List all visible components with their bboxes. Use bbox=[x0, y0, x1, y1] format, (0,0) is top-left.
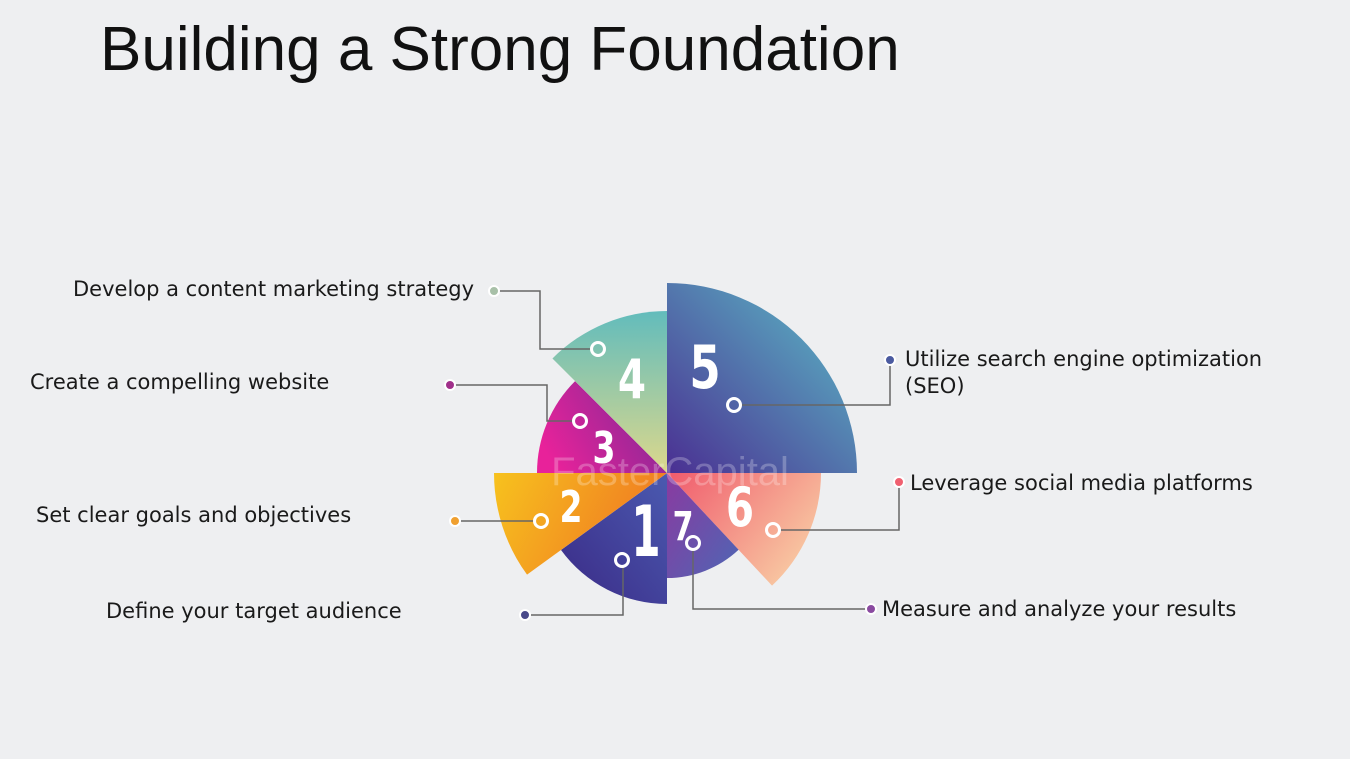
ring-marker-5 bbox=[726, 397, 742, 413]
label-measure: Measure and analyze your results bbox=[882, 597, 1237, 621]
sector-step-2 bbox=[494, 473, 667, 575]
step-number-3: 3 bbox=[592, 423, 615, 474]
dot-marker-4 bbox=[488, 285, 500, 297]
step-number-7: 7 bbox=[673, 504, 694, 550]
dot-marker-3 bbox=[444, 379, 456, 391]
sector-step-7 bbox=[667, 473, 739, 578]
label-content-strategy: Develop a content marketing strategy bbox=[73, 277, 475, 301]
connector-line-4 bbox=[494, 290, 591, 350]
page-title: Building a Strong Foundation bbox=[100, 15, 900, 84]
connector-line-3 bbox=[450, 384, 573, 422]
connector-line-5 bbox=[741, 360, 891, 406]
connector-line-1 bbox=[525, 567, 624, 616]
ring-marker-6 bbox=[765, 522, 781, 538]
watermark: FasterCapital bbox=[551, 450, 789, 494]
connector-line-6 bbox=[780, 482, 900, 531]
label-seo-line1: Utilize search engine optimization bbox=[905, 347, 1263, 371]
label-goals: Set clear goals and objectives bbox=[36, 503, 352, 527]
dot-marker-1 bbox=[519, 609, 531, 621]
label-social-media: Leverage social media platforms bbox=[910, 471, 1253, 495]
ring-marker-2 bbox=[533, 513, 549, 529]
label-seo: Utilize search engine optimization (SEO) bbox=[905, 346, 1262, 400]
sector-step-6 bbox=[667, 473, 821, 586]
connector-line-7 bbox=[692, 550, 871, 610]
sector-step-4 bbox=[552, 311, 667, 473]
sector-step-1 bbox=[561, 473, 667, 604]
ring-marker-4 bbox=[590, 341, 606, 357]
sector-step-5 bbox=[667, 283, 857, 473]
dot-marker-5 bbox=[884, 354, 896, 366]
ring-marker-3 bbox=[572, 413, 588, 429]
dot-marker-6 bbox=[893, 476, 905, 488]
step-number-4: 4 bbox=[618, 349, 646, 411]
dot-marker-7 bbox=[865, 603, 877, 615]
label-seo-line2: (SEO) bbox=[905, 374, 965, 398]
ring-marker-1 bbox=[614, 552, 630, 568]
dot-marker-2 bbox=[449, 515, 461, 527]
step-number-6: 6 bbox=[726, 477, 754, 539]
ring-marker-7 bbox=[685, 535, 701, 551]
step-number-1: 1 bbox=[631, 491, 660, 573]
sector-step-3 bbox=[537, 381, 667, 473]
label-website: Create a compelling website bbox=[30, 370, 330, 394]
step-number-5: 5 bbox=[689, 333, 720, 403]
step-number-2: 2 bbox=[559, 482, 582, 533]
label-audience: Define your target audience bbox=[106, 599, 402, 623]
